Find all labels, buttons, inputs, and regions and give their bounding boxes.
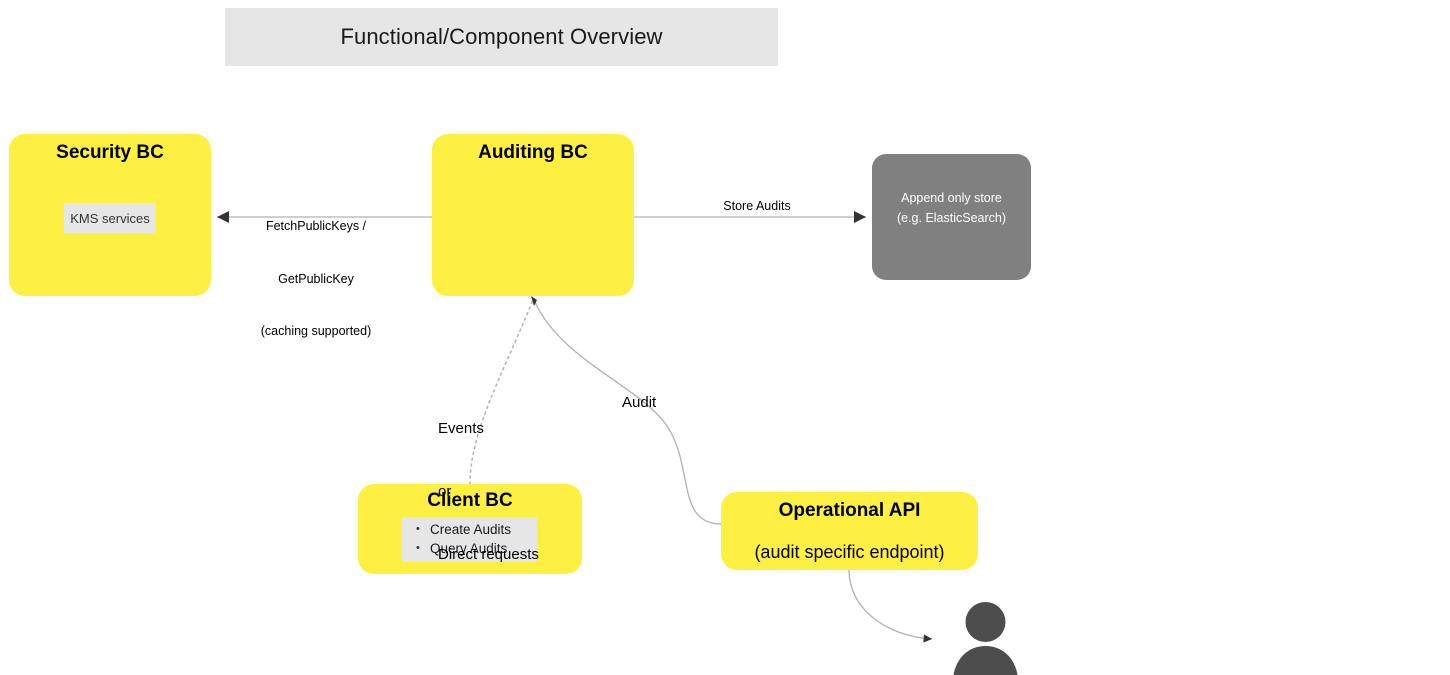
security-bc-title: Security BC — [56, 142, 164, 163]
node-security-bc[interactable]: Security BC KMS services — [9, 134, 211, 296]
edge-label-line-1: Events — [438, 420, 484, 437]
client-bc-operations-panel: Create Audits Query Audits — [402, 517, 537, 562]
diagram-title-banner: Functional/Component Overview — [225, 8, 778, 66]
append-store-line-2: (e.g. ElasticSearch) — [896, 211, 1007, 225]
edge-label-fetch-public-keys: FetchPublicKeys / GetPublicKey (caching … — [216, 183, 416, 376]
node-client-bc[interactable]: Client BC Create Audits Query Audits — [358, 484, 582, 574]
security-bc-kms-panel: KMS services — [64, 203, 156, 233]
list-item: Create Audits — [416, 520, 537, 540]
kms-services-label: KMS services — [70, 210, 150, 226]
edge-label-line-1: FetchPublicKeys / — [265, 219, 367, 233]
edge-label-events: Events or Direct requests — [438, 376, 638, 607]
node-auditing-bc[interactable]: Auditing BC — [432, 134, 634, 296]
operational-api-title: Operational API — [778, 500, 921, 521]
append-store-line-1: Append only store — [901, 191, 1002, 205]
operational-api-subtitle: (audit specific endpoint) — [754, 542, 945, 562]
edge-label-line-3: (caching supported) — [260, 324, 372, 338]
edge-operational-api-to-user — [848, 569, 933, 643]
node-append-only-store[interactable]: Append only store (e.g. ElasticSearch) — [872, 154, 1031, 280]
list-item: Query Audits — [416, 539, 537, 559]
edge-label-line-3: Direct requests — [438, 546, 539, 563]
edge-label-store-audits: Store Audits — [723, 199, 791, 213]
node-operational-api[interactable]: Operational API (audit specific endpoint… — [721, 492, 978, 570]
client-bc-title: Client BC — [427, 490, 513, 511]
client-bc-operations-list: Create Audits Query Audits — [402, 520, 537, 559]
edge-label-line-2: or — [438, 483, 452, 500]
auditing-bc-title: Auditing BC — [478, 142, 588, 163]
page-title: Functional/Component Overview — [340, 24, 663, 49]
user-avatar-icon — [939, 592, 1032, 675]
edge-label-line-2: GetPublicKey — [278, 271, 354, 286]
edge-label-audit: Audit — [622, 394, 657, 411]
